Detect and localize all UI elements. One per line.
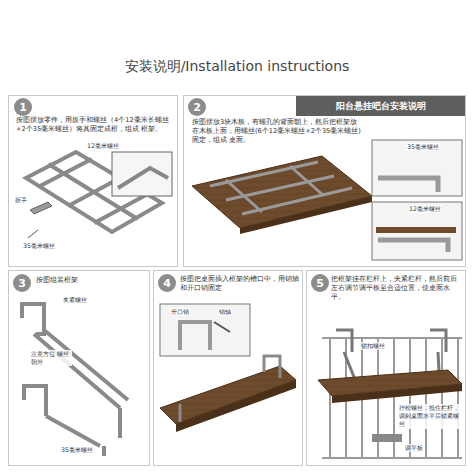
step-instruction: 把框架挂在栏杆上，夹紧栏杆，然后前后左右调节调平板至合适位置，使桌面水平。 [331,275,463,303]
step-number: 5 [311,274,329,292]
callout-label: 12毫米螺丝 [86,142,120,150]
step-instruction: 按图把桌面插入框架的槽口中，用销轴和开口销固定 [180,275,300,293]
step-instruction: 按图组装框架 [36,276,146,285]
header-band: 阳台悬挂吧台安装说明 [296,96,465,116]
callout-label: 开口销 [170,308,190,316]
header-text: 阳台悬挂吧台安装说明 [336,100,426,113]
callout-label: 35毫米螺丝 [406,143,440,151]
callout-label: 12毫米螺丝 [408,205,442,213]
step-panel: 按图把桌面插入框架的槽口中，用销轴和开口销固定 4 [153,270,303,466]
callout-label: 锁扣螺丝 [360,342,386,350]
step-instruction: 按图摆放零件，用扳手和螺丝（4个12毫米长螺丝+2个35毫米螺丝）将其固定成框，… [16,116,170,134]
step-number: 2 [188,98,206,116]
callout-label: 拧松螺丝，抵住栏杆，调到桌面水平后锁紧螺丝 [398,404,464,429]
step-number: 1 [14,98,32,116]
callout-label: 销轴 [218,308,232,316]
callout-label: 注意方位 螺丝朝外 [30,350,72,366]
step-number-text: 1 [19,101,27,114]
step-number-text: 2 [193,101,201,114]
step-panel: 按图摆放3块木板，有螺孔的背面朝上，然后把框架放在木板上面，用螺丝(6个12毫米… [183,95,466,267]
callout-label: 35毫米螺丝 [60,446,94,454]
step-number-text: 5 [316,277,324,290]
step-number-text: 3 [18,277,26,290]
step-number: 3 [13,274,31,292]
callout-label: 夹紧螺丝 [62,296,88,304]
step-instruction: 按图摆放3块木板，有螺孔的背面朝上，然后把框架放在木板上面，用螺丝(6个12毫米… [192,118,364,146]
step-number: 4 [158,274,176,292]
page-title: 安装说明/Installation instructions [0,58,474,76]
step-number-text: 4 [163,277,171,290]
callout-label: 扳手 [14,196,28,204]
callout-label: 调平板 [404,444,424,452]
step-panel: 把框架挂在栏杆上，夹紧栏杆，然后前后左右调节调平板至合适位置，使桌面水平。 5 [306,270,466,466]
callout-label: 35毫米螺丝 [22,242,56,250]
